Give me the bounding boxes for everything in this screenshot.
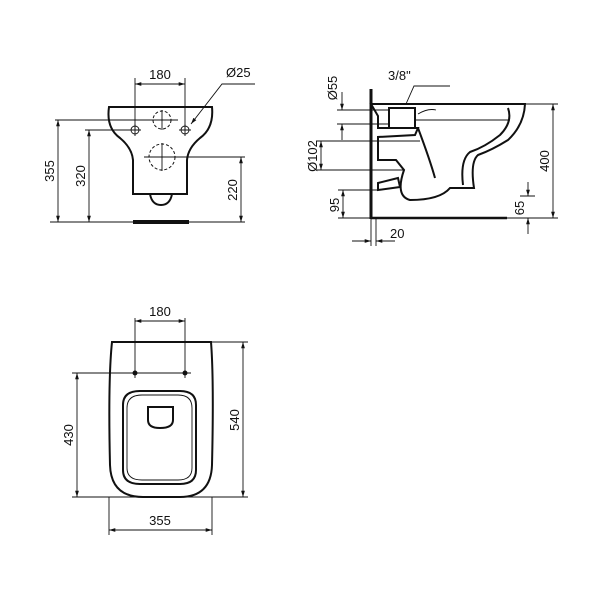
inlet-connector xyxy=(388,107,416,129)
outlet-pipe xyxy=(377,176,402,192)
top-outline xyxy=(108,341,214,498)
front-body-outline xyxy=(107,106,214,195)
label-20: 20 xyxy=(390,226,404,241)
label-430: 430 xyxy=(61,424,76,446)
label-thread: 3/8" xyxy=(388,68,411,83)
label-540: 540 xyxy=(227,409,242,431)
leader-diameter xyxy=(190,83,255,125)
side-view: Ø55 3/8" Ø102 95 20 400 65 xyxy=(305,68,558,246)
label-355-top: 355 xyxy=(149,513,171,528)
label-65: 65 xyxy=(512,201,527,215)
front-trap xyxy=(149,193,173,207)
front-view: 180 Ø25 355 320 220 xyxy=(42,65,255,224)
top-view: 180 430 540 355 xyxy=(61,304,248,535)
seat-outline xyxy=(122,390,197,485)
label-320: 320 xyxy=(73,165,88,187)
label-diameter-102: Ø102 xyxy=(305,140,320,172)
label-diameter-55: Ø55 xyxy=(325,76,340,101)
label-180-front: 180 xyxy=(149,67,171,82)
label-400: 400 xyxy=(537,150,552,172)
label-180-top: 180 xyxy=(149,304,171,319)
label-95: 95 xyxy=(327,198,342,212)
label-diameter-25: Ø25 xyxy=(226,65,251,80)
side-bowl-outline xyxy=(369,103,527,202)
seat-lid-logo xyxy=(147,406,174,430)
label-355-front: 355 xyxy=(42,160,57,182)
label-220: 220 xyxy=(225,179,240,201)
leader-thread xyxy=(405,85,450,105)
